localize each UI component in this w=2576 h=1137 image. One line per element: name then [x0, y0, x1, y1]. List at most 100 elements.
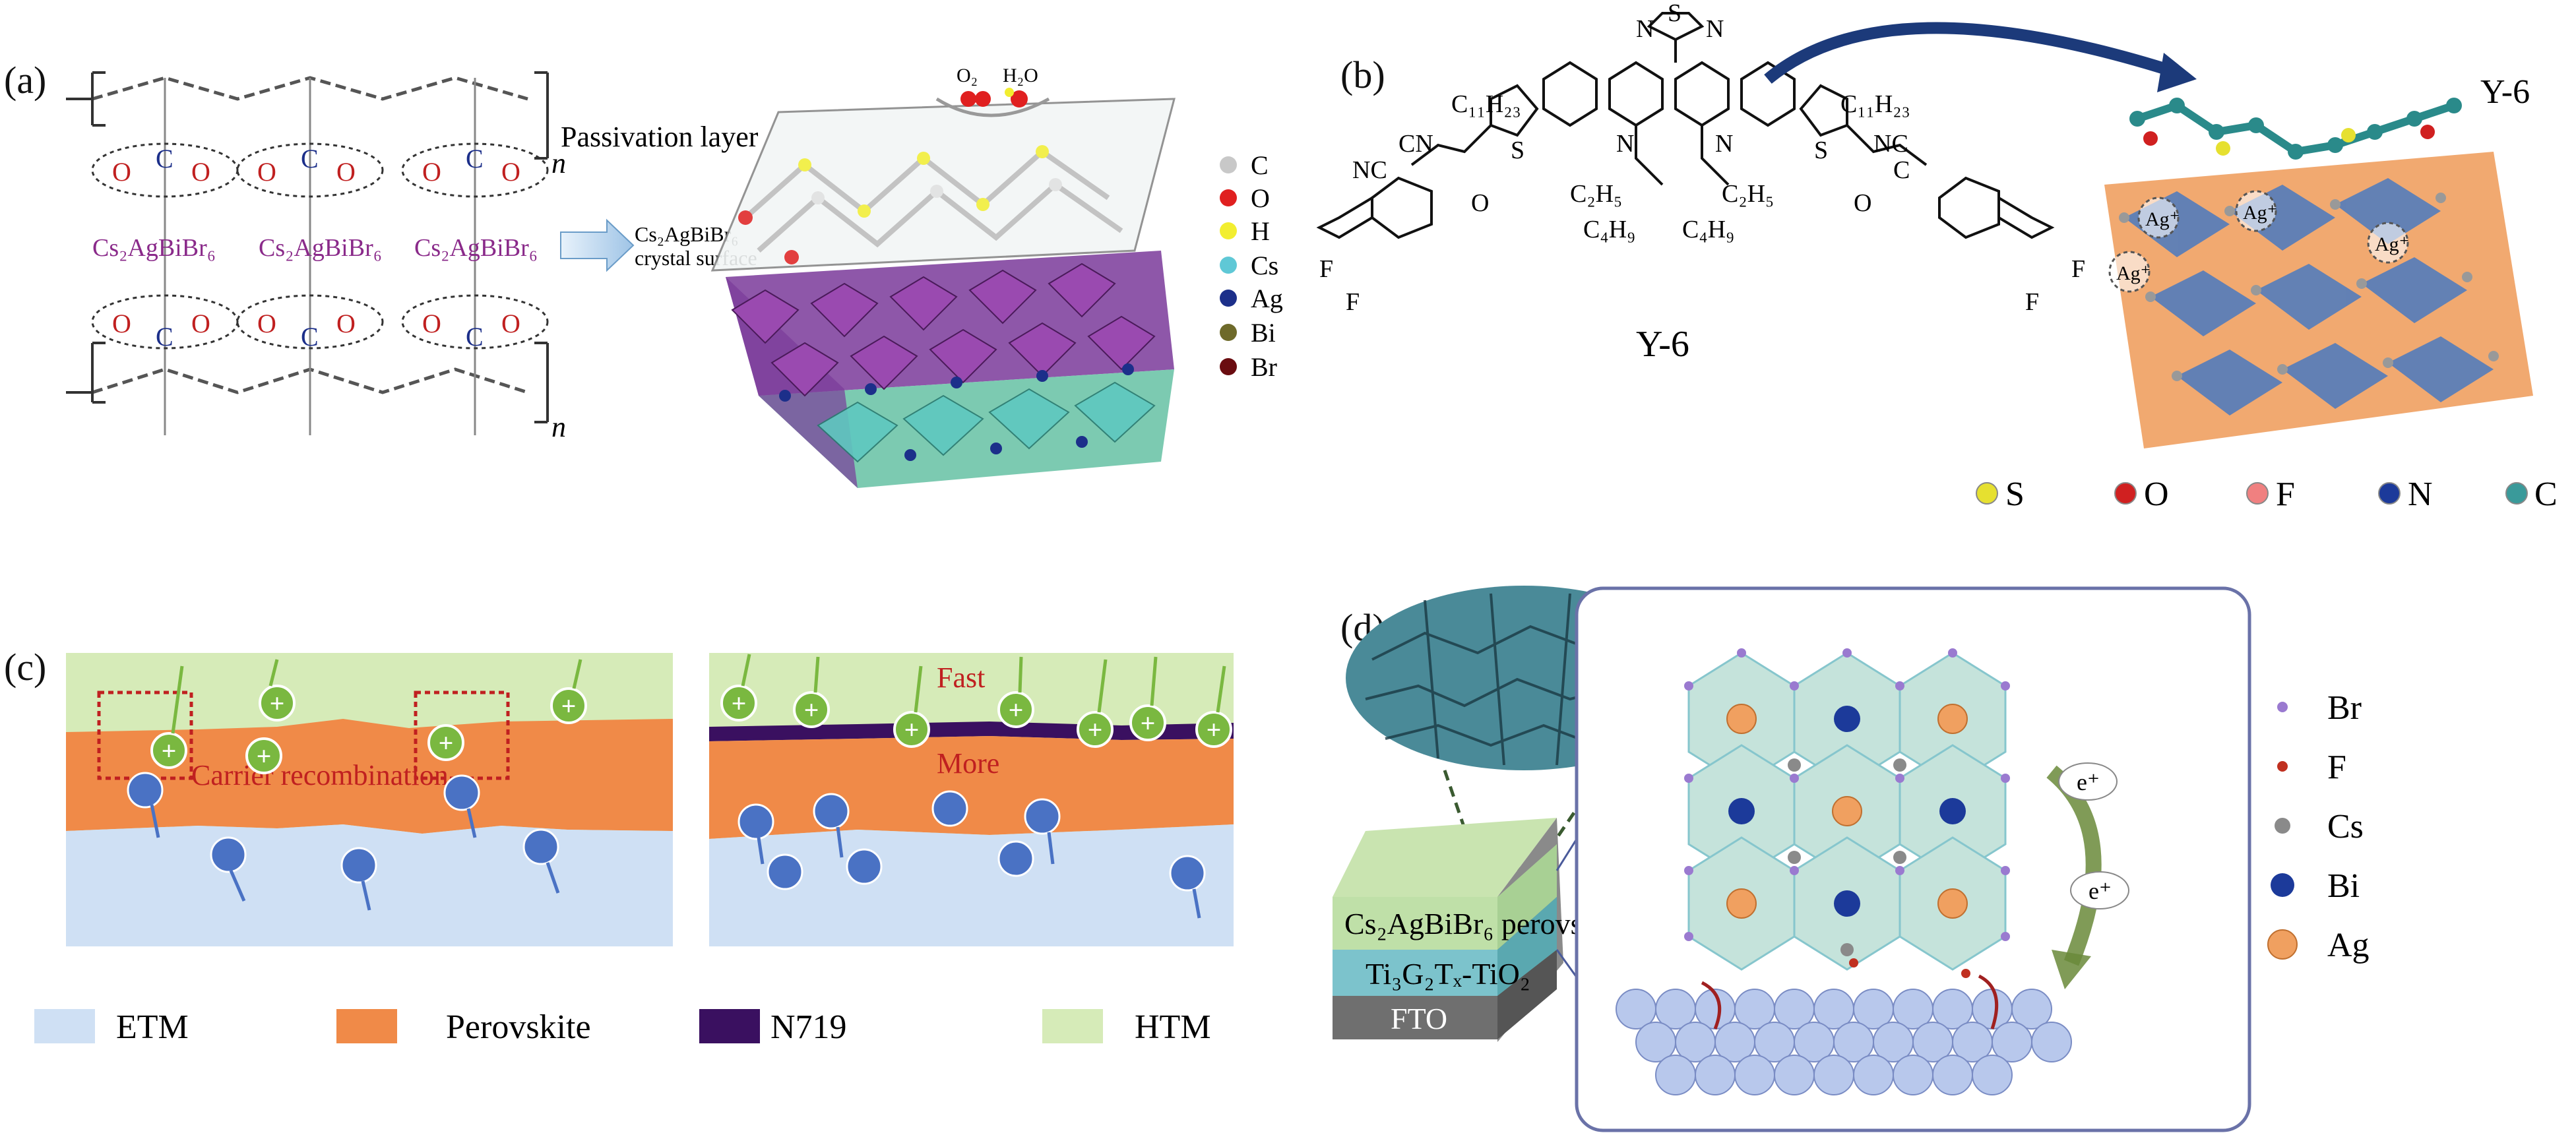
svg-text:Bi: Bi	[1251, 318, 1276, 348]
svg-text:+: +	[561, 691, 577, 721]
y6-atom-labels: S N N S S N N C₁₁H₂₃ C₁₁H₂₃ CN NC NC C C…	[1319, 0, 2085, 316]
panel-b-diagram: S N N S S N N C₁₁H₂₃ C₁₁H₂₃ CN NC NC C C…	[1316, 0, 2558, 513]
n-subscript-top: n	[551, 147, 566, 179]
svg-text:F: F	[1346, 288, 1360, 316]
svg-text:Br: Br	[2327, 689, 2362, 727]
svg-text:CN: CN	[1398, 130, 1433, 158]
svg-text:+: +	[1207, 715, 1222, 745]
svg-text:C: C	[156, 322, 173, 352]
svg-text:+: +	[804, 695, 819, 725]
svg-text:NC: NC	[1352, 156, 1387, 184]
svg-text:+: +	[439, 728, 454, 758]
adsorption-arrow	[1764, 22, 2179, 84]
more-label: More	[937, 747, 999, 780]
svg-text:F: F	[2071, 255, 2085, 283]
svg-text:Ag⁺: Ag⁺	[2243, 202, 2278, 224]
perovskite-crystal	[726, 251, 1174, 488]
surface-arrow	[560, 218, 635, 272]
svg-text:O: O	[191, 157, 210, 187]
svg-text:NC: NC	[1873, 130, 1908, 158]
svg-text:C₄H₉: C₄H₉	[1682, 216, 1734, 243]
double-perovskite-lattice	[1684, 648, 2010, 978]
h2o-label: H₂O	[1003, 65, 1038, 86]
svg-text:N: N	[2408, 476, 2433, 513]
y6-name: Y-6	[1636, 324, 1689, 365]
svg-text:Br: Br	[1251, 352, 1277, 382]
svg-text:N: N	[1706, 15, 1724, 43]
svg-text:Perovskite: Perovskite	[446, 1008, 591, 1046]
svg-text:C₂H₅: C₂H₅	[1722, 180, 1774, 208]
n-subscript-bottom: n	[551, 411, 566, 443]
passivation-layer-label: Passivation layer	[561, 121, 759, 153]
electrons	[127, 772, 1206, 892]
svg-text:+: +	[1088, 715, 1103, 745]
svg-text:+: +	[732, 689, 747, 718]
svg-text:N: N	[1636, 15, 1654, 43]
svg-text:N719: N719	[770, 1008, 847, 1046]
layer-fto-label: FTO	[1391, 1002, 1447, 1035]
svg-text:C: C	[1893, 156, 1910, 184]
svg-text:C₄H₉: C₄H₉	[1583, 216, 1635, 243]
svg-text:C₂H₅: C₂H₅	[1570, 180, 1622, 208]
svg-text:O: O	[1251, 183, 1270, 213]
fast-label: Fast	[937, 661, 985, 694]
svg-text:H: H	[1251, 216, 1270, 246]
svg-text:Ag: Ag	[1251, 284, 1283, 313]
panel-d-legend: Br F Cs Bi Ag	[2267, 689, 2370, 964]
svg-text:Cs₂AgBiBr₆: Cs₂AgBiBr₆	[414, 234, 538, 262]
svg-text:S: S	[1814, 137, 1828, 164]
svg-text:O: O	[191, 309, 210, 338]
svg-text:Ag: Ag	[2327, 927, 2370, 964]
svg-text:F: F	[2025, 288, 2039, 316]
panel-c-legend: ETM Perovskite N719 HTM	[34, 1008, 1211, 1046]
device-with-n719	[709, 653, 1234, 946]
svg-text:+: +	[904, 715, 920, 745]
svg-text:O: O	[422, 309, 441, 338]
panel-c: (c) Carrier recombination Fast More	[0, 580, 1293, 1137]
panel-a: (a)	[0, 0, 1293, 567]
svg-text:+: +	[257, 741, 272, 771]
svg-text:C: C	[301, 322, 319, 352]
e-plus-label-1: e⁺	[2077, 769, 2100, 795]
svg-text:C₁₁H₂₃: C₁₁H₂₃	[1840, 90, 1910, 118]
svg-text:O: O	[257, 157, 276, 187]
svg-text:N: N	[1616, 130, 1634, 158]
svg-text:ETM: ETM	[116, 1008, 189, 1046]
svg-text:O: O	[501, 157, 520, 187]
svg-text:O: O	[1471, 189, 1489, 217]
svg-text:Ag⁺: Ag⁺	[2116, 262, 2151, 284]
y6-3d-label: Y-6	[2480, 73, 2530, 111]
svg-text:F: F	[1319, 255, 1333, 283]
panel-a-legend: C O H Cs Ag Bi Br	[1220, 150, 1283, 382]
svg-text:Cs₂AgBiBr₆: Cs₂AgBiBr₆	[92, 234, 216, 262]
svg-text:O: O	[422, 157, 441, 187]
svg-text:O: O	[1854, 189, 1871, 217]
svg-text:HTM: HTM	[1135, 1008, 1211, 1046]
svg-text:Ag⁺: Ag⁺	[2145, 208, 2180, 230]
svg-text:S: S	[2005, 476, 2025, 513]
svg-text:C₁₁H₂₃: C₁₁H₂₃	[1451, 90, 1521, 118]
svg-text:Bi: Bi	[2327, 867, 2360, 905]
passivation-molecules	[738, 145, 1123, 264]
hole-arrows	[171, 654, 1226, 734]
svg-text:S: S	[1511, 137, 1524, 164]
perovskite-labels: Cs₂AgBiBr₆ Cs₂AgBiBr₆ Cs₂AgBiBr₆	[92, 234, 538, 262]
hole-plus-signs: ++ ++ ++ ++ ++ ++	[162, 689, 1222, 771]
panel-b-legend: S O F N C	[1976, 476, 2558, 513]
svg-text:Ag⁺: Ag⁺	[2375, 233, 2410, 255]
svg-text:F: F	[2276, 476, 2295, 513]
panel-a-diagram: O C O O C O O C O O C O O C O O C O n n …	[66, 65, 1283, 488]
svg-text:O: O	[112, 157, 131, 187]
svg-text:+: +	[1141, 708, 1156, 738]
ag-ions: Ag⁺ Ag⁺ Ag⁺ Ag⁺	[2108, 190, 2410, 293]
substrate-spheres	[1616, 989, 2072, 1095]
carrier-arrows	[150, 804, 1201, 919]
svg-text:C: C	[156, 144, 173, 173]
svg-text:+: +	[270, 689, 285, 718]
carbonyl-group-top	[91, 142, 549, 350]
svg-text:O: O	[336, 157, 356, 187]
layer-tio2-label: Ti₃G₂Tₓ-TiO₂	[1366, 957, 1530, 991]
svg-text:C: C	[2534, 476, 2558, 513]
carrier-recombination-label: Carrier recombination	[191, 759, 449, 791]
svg-text:Cs: Cs	[1251, 251, 1278, 280]
